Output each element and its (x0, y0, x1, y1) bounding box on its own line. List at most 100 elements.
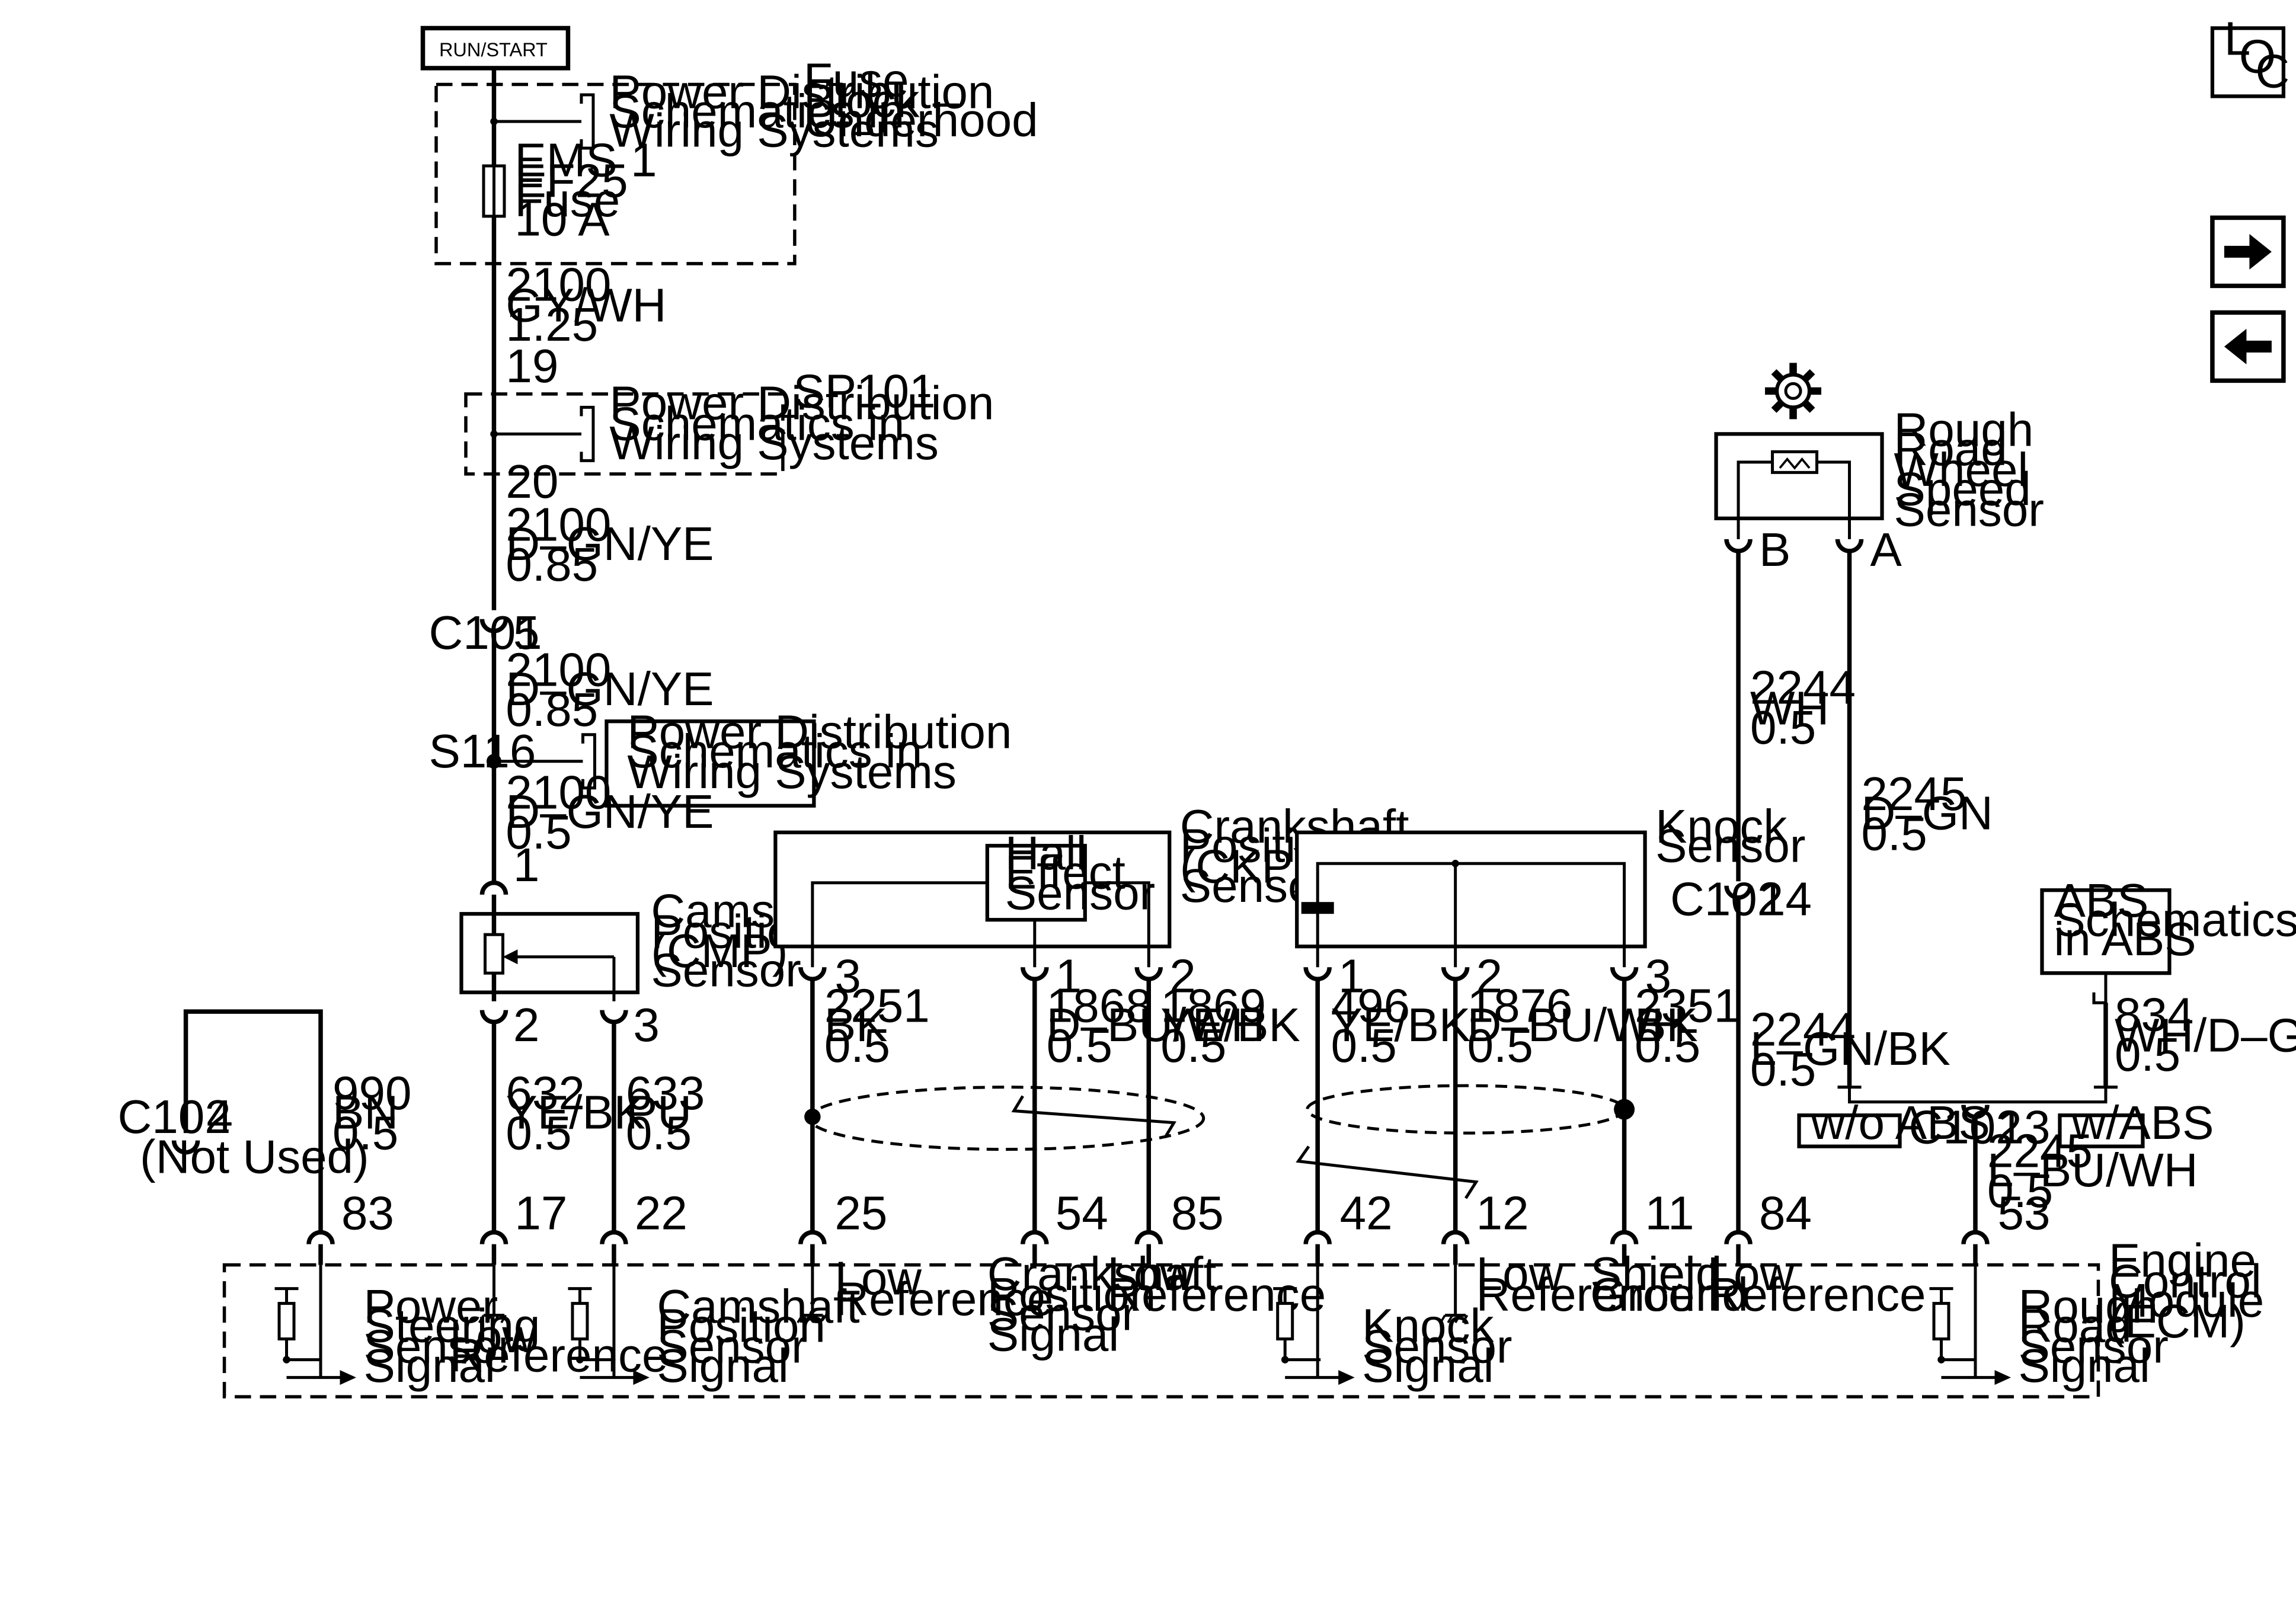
ecm-func-ckp-1: Crankshaft (987, 1247, 1217, 1300)
cmp-label-4: Sensor (651, 944, 801, 997)
c101-pin: 5 (513, 606, 539, 659)
power-dist-ref-3-line3: Wiring Systems (627, 745, 956, 798)
wire-2245b-size: 0.5 (1987, 1164, 2053, 1217)
cmp-pin-2: 2 (513, 998, 539, 1051)
loc-button[interactable]: L O C (2210, 12, 2289, 98)
wire-496-size: 0.5 (1331, 1019, 1397, 1072)
c102-label-14: C102 (1670, 873, 1783, 926)
ecm-func-cmp-3: Sensor (657, 1320, 807, 1373)
rrws-label-2: Road (1894, 422, 2007, 475)
power-dist-ref-3-box (605, 719, 816, 808)
s116-label: S116 (428, 725, 536, 777)
wire-633-color: PU (626, 1086, 692, 1139)
pullup-ps-icon (275, 1289, 322, 1363)
fuse-block-label-3: Underhood (804, 94, 1038, 146)
option-without-abs-label: w/o ABS (1811, 1096, 1990, 1149)
wire-2100a-size: 1.25 (506, 298, 598, 351)
wire-2251-color: BK (824, 998, 888, 1051)
wire-1868-circuit: 1868 (1047, 980, 1152, 1032)
wire-2100b-circuit: 2100 (506, 498, 611, 550)
ckp-pin-1: 1 (1056, 950, 1082, 1003)
ecm-pin-84: 84 (1759, 1187, 1812, 1240)
wire-2100c-color: D–GN/YE (506, 662, 714, 715)
wire-632-circuit: 632 (506, 1067, 584, 1119)
wire-1869-circuit: 1869 (1160, 980, 1266, 1032)
c102-unused-label: C102 (118, 1090, 231, 1143)
ckp-shield (808, 1086, 1205, 1151)
ecm-pin-85: 85 (1171, 1187, 1224, 1240)
power-dist-ref-3-line2: Schematics in (627, 725, 922, 777)
wire-2244b-size: 0.5 (1750, 1043, 1816, 1096)
gear-icon (1765, 363, 1822, 420)
c102-pin-13: 13 (1997, 1101, 2050, 1154)
wire-2100c-circuit: 2100 (506, 643, 611, 696)
ecm-pin-22: 22 (635, 1187, 687, 1240)
fuse-word: Fuse (514, 174, 620, 226)
wire-2245a-circuit: 2245 (1862, 767, 1967, 820)
fuse-block-boundary (434, 82, 797, 265)
ckp-pin-2: 2 (1169, 950, 1195, 1003)
rrws-label-1: Rough (1894, 403, 2034, 456)
loc-c: C (2255, 44, 2289, 97)
ecm-func-cmp-4: Signal (657, 1339, 788, 1392)
power-dist-ref-2-line2: Schematics in (609, 397, 904, 450)
abs-ref-2: Schematics (2054, 894, 2296, 946)
arrow-right-icon (2224, 233, 2272, 270)
rrws-pin-a: A (1870, 523, 1902, 576)
wire-990-circuit: 990 (332, 1067, 411, 1119)
ecm-pin-11: 11 (1645, 1187, 1694, 1240)
wire-1869-size: 0.5 (1160, 1019, 1226, 1072)
ecm-pin-54: 54 (1056, 1187, 1108, 1240)
ecm-func-rr-4: Signal (2018, 1339, 2150, 1392)
c102-pin-14: 14 (1759, 873, 1812, 926)
rrws-pin-b: B (1759, 523, 1790, 576)
ecm-func-ckp-4: Signal (987, 1308, 1119, 1361)
next-page-button[interactable] (2210, 215, 2286, 289)
rrws-label-4: Speed (1894, 462, 2031, 515)
ecm-func-ps-3: Sensor (363, 1320, 513, 1373)
ecm-func-rr-3: Sensor (2018, 1320, 2168, 1373)
ecm-pin-17: 17 (514, 1187, 567, 1240)
wire-2100a-color: GY/WH (506, 279, 666, 331)
wire-2245b-circuit: 2245 (1987, 1125, 2093, 1177)
ckp-label-3: (CKP) (1180, 840, 1309, 893)
wire-2351-size: 0.5 (1635, 1019, 1700, 1072)
rrws-label-5: Sensor (1894, 483, 2044, 536)
knock-label-2: Sensor (1655, 820, 1805, 872)
ecm-func-shield-1: Shield (1590, 1247, 1722, 1300)
wire-2100b-color: D–GN/YE (506, 517, 714, 570)
fuse-block-label: Fuse (804, 53, 909, 106)
fuse-ems1: EMS 1 (514, 133, 657, 186)
wire-2244a-size: 0.5 (1750, 701, 1816, 754)
ecm-func-lowref-17-1: Low (449, 1310, 536, 1362)
wire-2245a-size: 0.5 (1862, 808, 1927, 860)
wire-2100d-color: D–GN/YE (506, 785, 714, 838)
ecm-func-knock-3: Signal (1362, 1339, 1494, 1392)
ecm-func-lowref-84-2: Reference (1707, 1268, 1926, 1321)
wire-1868-size: 0.5 (1047, 1019, 1112, 1072)
run-start-label: RUN/START (420, 25, 571, 71)
wire-496-color: YE/BK (1331, 998, 1471, 1051)
ecm-func-ps-4: Signal (363, 1339, 495, 1392)
hall-label-3: Sensor (1005, 867, 1155, 920)
c101-label: C101 (428, 606, 542, 659)
abs-ref-1: ABS (2054, 874, 2148, 927)
hall-label-2: Effect (1005, 846, 1125, 899)
sp101-pin-out: 20 (506, 455, 558, 508)
cmp-pin-3: 3 (633, 998, 659, 1051)
knock-shield (1306, 1084, 1626, 1135)
prev-page-button[interactable] (2210, 310, 2286, 383)
power-dist-ref-1-line2: Schematics in (609, 85, 904, 137)
ecm-label-4: (ECM) (2109, 1295, 2246, 1347)
sp101-label: SP101 (793, 364, 935, 417)
ecm-func-cmp-1: Camshaft (657, 1280, 859, 1333)
wire-1868-color: D–BU/WH (1047, 998, 1265, 1051)
wire-2351-circuit: 2351 (1635, 980, 1740, 1032)
pullup-rr-icon (1930, 1289, 1977, 1363)
ecm-func-shield-2: Ground (1590, 1268, 1748, 1321)
wire-2244b-color: L–GN/BK (1750, 1022, 1950, 1075)
wire-2100c-size: 0.85 (506, 683, 598, 736)
hall-label-1: Hall (1005, 827, 1087, 879)
abs-ref-box (2040, 888, 2172, 975)
abs-ref-3: in ABS (2054, 913, 2196, 965)
